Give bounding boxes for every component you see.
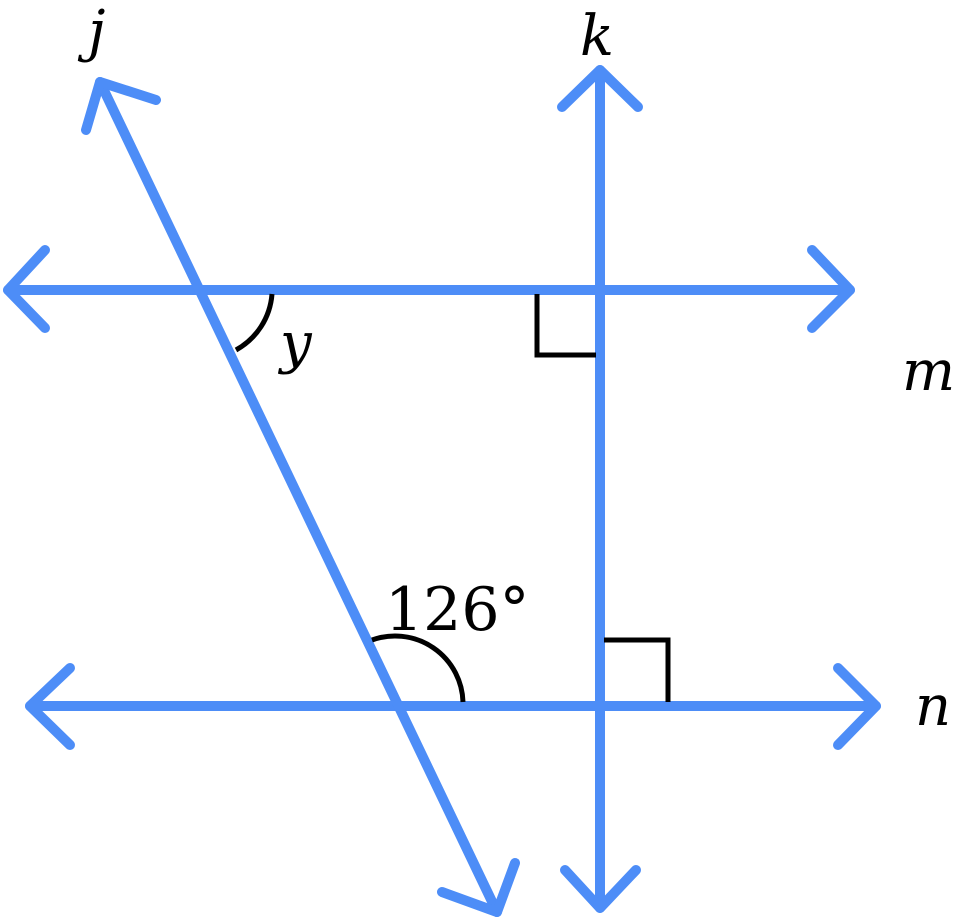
angle-arc-y	[234, 293, 275, 353]
angle-label-126: 126°	[385, 575, 530, 645]
label-j: j	[77, 0, 105, 64]
line-j-bottom-arrowhead	[437, 858, 520, 917]
line-m-left-arrowhead	[3, 245, 50, 333]
angle-label-y: y	[277, 311, 313, 376]
line-n-right-arrowhead	[833, 663, 881, 750]
line-j-top-arrowhead	[81, 77, 161, 135]
angle-arc-126	[371, 633, 466, 703]
label-k: k	[580, 4, 614, 69]
line-k	[557, 65, 643, 913]
line-k-bottom-arrowhead	[560, 865, 641, 913]
line-k-top-arrowhead	[557, 65, 643, 112]
label-m: m	[902, 339, 955, 404]
label-n: n	[915, 674, 951, 739]
line-m	[3, 245, 855, 333]
right-angle-marker-top	[534, 294, 596, 358]
line-n	[25, 663, 881, 750]
line-n-left-arrowhead	[25, 663, 75, 750]
right-angle-marker-bottom	[604, 637, 671, 702]
line-j	[81, 77, 520, 917]
line-m-right-arrowhead	[807, 245, 855, 333]
